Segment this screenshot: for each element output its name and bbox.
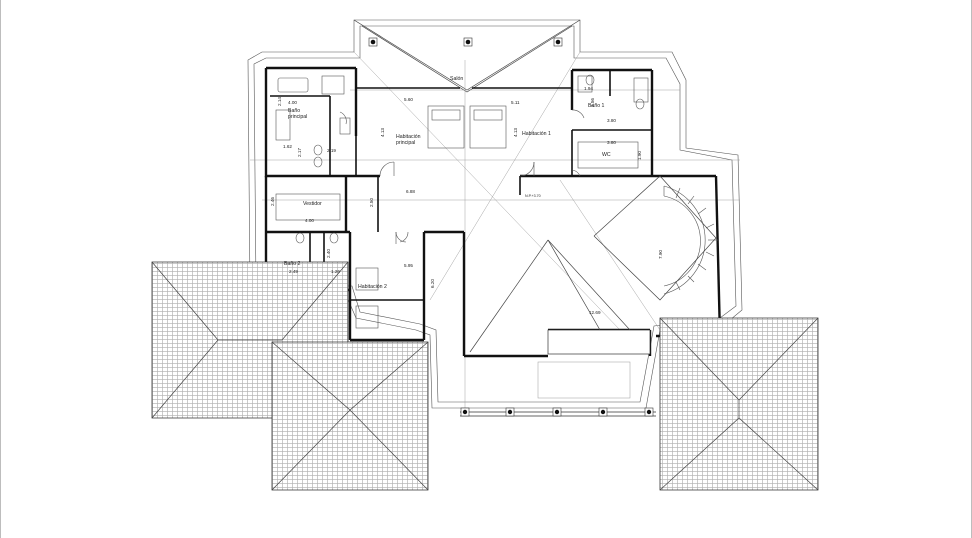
- light-fixture-icon: [553, 37, 563, 47]
- light-fixture-icon: [368, 37, 378, 47]
- dim-label: 1.90: [637, 151, 642, 160]
- dimension-labels: 4.00 2.14 5.60 5.11 1.94 2.56 3.80 3.80 …: [270, 86, 663, 315]
- dim-label: 5.11: [511, 100, 520, 105]
- dim-label: 6.88: [406, 189, 415, 194]
- dim-label: 2.14: [277, 97, 282, 106]
- room-label-habitacion-2: Habitación 2: [358, 284, 387, 290]
- dim-label: 1.62: [283, 144, 292, 149]
- dim-label: 2.46: [270, 197, 275, 206]
- dim-label: 1.26: [331, 269, 340, 274]
- furniture-beds: [355, 105, 507, 329]
- room-label-habitacion-1: Habitación 1: [522, 131, 551, 137]
- light-fixture-icon: [463, 37, 473, 47]
- dim-label: 4.13: [513, 128, 518, 137]
- room-label-wc: WC: [602, 152, 611, 158]
- room-label-vestidor: Vestidor: [303, 201, 322, 207]
- terrace-light-fixtures: [460, 407, 654, 417]
- ceiling-light-fixtures: [368, 37, 563, 47]
- bottom-terrace: [460, 329, 656, 417]
- top-gable: [353, 19, 581, 93]
- dim-label: 7.90: [658, 250, 663, 259]
- dim-label: 4.00: [288, 100, 297, 105]
- dim-label: 3.80: [607, 140, 616, 145]
- dim-label: 3.80: [607, 118, 616, 123]
- room-label-salon: Salón: [450, 76, 463, 82]
- bathroom-fixtures: [275, 74, 649, 244]
- dim-label: 1.94: [584, 86, 593, 91]
- spiral-staircase: [663, 185, 718, 295]
- level-label: N.P.+3.70: [525, 194, 541, 198]
- dim-label: 5.95: [404, 263, 413, 268]
- dim-label: 4.00: [305, 218, 314, 223]
- dim-label: 12.69: [589, 310, 601, 315]
- light-fixture-icon: [460, 407, 470, 417]
- roof-left-near: [271, 341, 429, 491]
- room-label-bano-1: Baño 1: [588, 103, 605, 109]
- dim-label: 2.17: [297, 148, 302, 157]
- dim-label: 4.13: [380, 128, 385, 137]
- light-fixture-icon: [644, 407, 654, 417]
- dim-label: 2.40: [326, 249, 331, 258]
- light-fixture-icon: [505, 407, 515, 417]
- dim-label: 2.49: [289, 269, 298, 274]
- doors: [339, 109, 585, 244]
- dim-label: 5.60: [404, 97, 413, 102]
- stairhall-roof-lines: [469, 175, 717, 353]
- dim-label: 2.56: [590, 98, 595, 107]
- room-label-bano-2: Baño 2: [284, 261, 301, 267]
- dim-label: 2.50: [369, 198, 374, 207]
- light-fixture-icon: [598, 407, 608, 417]
- light-fixture-icon: [552, 407, 562, 417]
- roof-right: [659, 317, 819, 491]
- left-frame-line: [0, 0, 1, 538]
- dim-label: 6.20: [430, 279, 435, 288]
- dim-label: 2.19: [327, 148, 336, 153]
